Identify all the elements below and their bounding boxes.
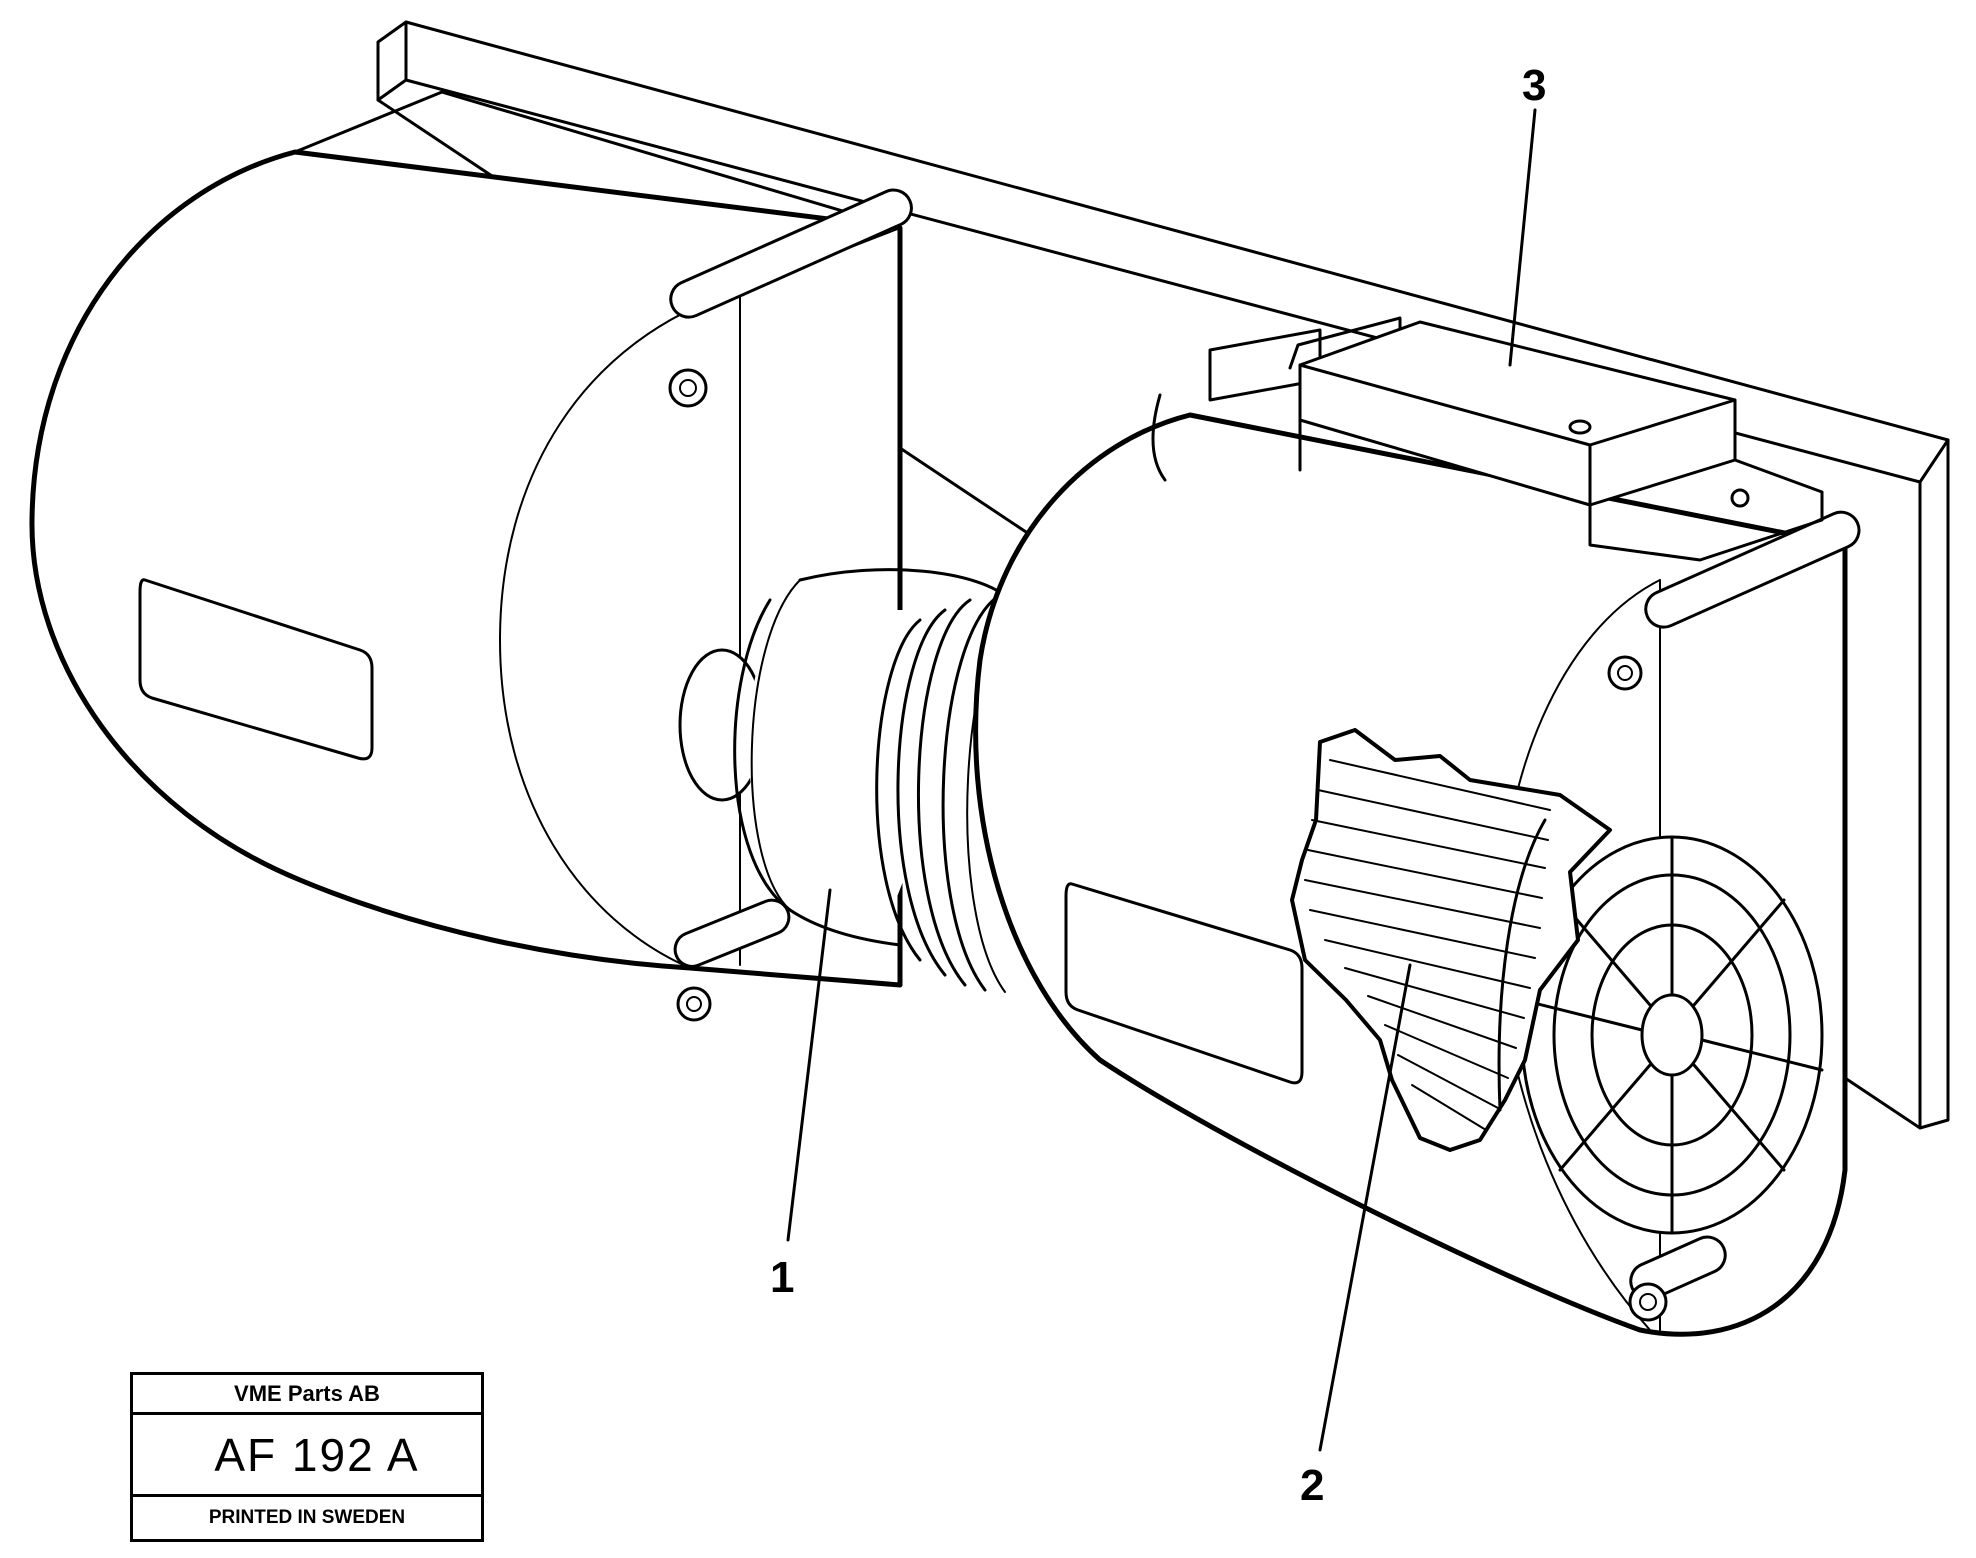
callout-1: 1 bbox=[770, 1253, 794, 1302]
leader-line-1 bbox=[786, 888, 832, 1242]
callout-2: 2 bbox=[1300, 1461, 1324, 1510]
left-blower-housing bbox=[29, 90, 913, 1022]
fan-wheel-cutaway bbox=[1290, 728, 1612, 1152]
leader-line-3 bbox=[1508, 108, 1537, 367]
company-name: VME Parts AB bbox=[133, 1375, 481, 1415]
title-block: VME Parts AB AF 192 A PRINTED IN SWEDEN bbox=[130, 1372, 484, 1542]
electric-motor bbox=[678, 568, 1026, 993]
drawing-code: AF 192 A bbox=[133, 1415, 481, 1497]
control-box bbox=[1151, 316, 1824, 562]
leader-lines bbox=[786, 108, 1537, 1452]
printed-note: PRINTED IN SWEDEN bbox=[208, 1507, 406, 1528]
callout-3: 3 bbox=[1522, 61, 1546, 110]
intake-grille bbox=[1520, 835, 1824, 1235]
leader-line-2 bbox=[1318, 963, 1412, 1452]
